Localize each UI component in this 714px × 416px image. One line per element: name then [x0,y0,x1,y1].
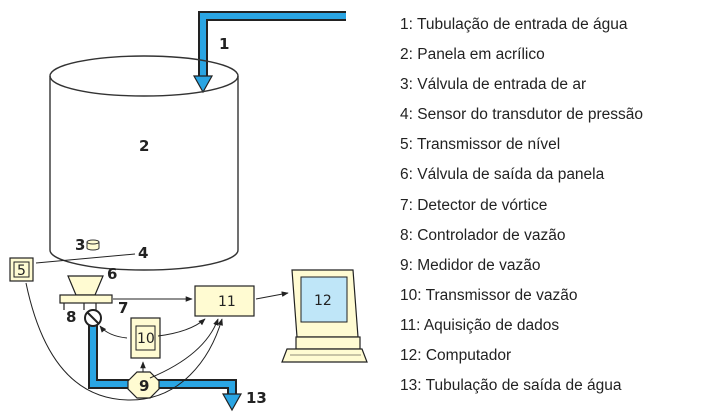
flow-transmitter-inner [135,325,156,351]
legend-item: 10: Transmissor de vazão [400,286,578,304]
legend-item: 12: Computador [400,347,512,365]
label-4: 4 [138,244,148,262]
label-8: 8 [66,308,76,326]
legend-item: 9: Medidor de vazão [400,256,541,274]
label-5: 5 [17,263,26,279]
legend-item: 7: Detector de vórtice [400,196,548,214]
label-11: 11 [218,294,236,310]
legend-item: 1: Tubulação de entrada de água [400,16,628,33]
legend-item: 11: Aquisição de dados [400,316,560,334]
data-acquisition-box [194,285,255,317]
legend-item: 13: Tubulação de saída de água [400,377,622,395]
legend-list: 1: Tubulação de entrada de água 2: Panel… [400,14,643,405]
outlet-pipe [88,325,243,412]
label-2: 2 [139,137,149,155]
label-6: 6 [107,265,117,283]
inlet-pipe [192,11,346,94]
label-3: 3 [75,236,85,254]
signal-lines [25,282,289,401]
level-transmitter-box [9,257,34,282]
acrylic-tank [49,55,239,271]
tank-outlet-valve [67,275,104,296]
air-inlet-valve [86,239,100,251]
legend-item: 6: Válvula de saída da panela [400,166,605,184]
label-10: 10 [137,331,155,347]
legend-item: 3: Válvula de entrada de ar [400,76,587,94]
label-13: 13 [246,389,267,407]
legend-item: 2: Panela em acrílico [400,46,545,64]
label-9: 9 [139,377,149,395]
vortex-detector [59,294,113,304]
label-7: 7 [118,299,128,317]
flow-controller-valve [84,309,102,327]
legend-item: 5: Transmissor de nível [400,136,561,154]
computer [281,269,368,363]
level-transmitter-inner [13,261,30,278]
label-1: 1 [219,35,229,53]
legend-item: 8: Controlador de vazão [400,226,566,244]
label-12: 12 [314,293,332,309]
legend-item: 4: Sensor do transdutor de pressão [400,106,643,124]
pressure-sensor-line [35,253,136,264]
